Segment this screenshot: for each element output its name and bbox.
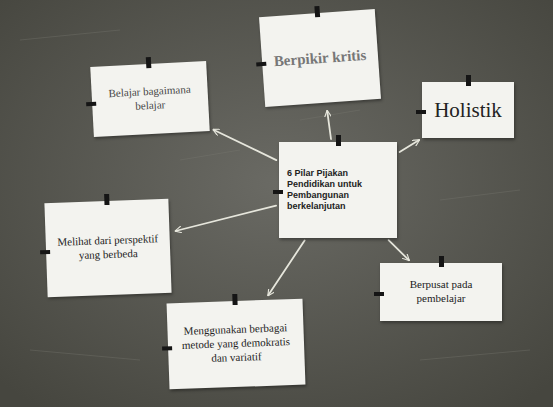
tape-strip (40, 250, 50, 254)
tape-strip (146, 57, 152, 68)
card-text: Berpusat pada pembelajar (390, 278, 492, 306)
tape-strip (162, 346, 172, 350)
center-card: 6 Pilar Pijakan Pendidikan untuk Pembang… (279, 142, 397, 238)
chalk-arrow (213, 130, 276, 160)
pillar-card: Berpusat pada pembelajar (380, 263, 502, 321)
chalk-arrow (327, 111, 331, 139)
card-title: 6 Pilar Pijakan Pendidikan untuk Pembang… (287, 168, 389, 213)
tape-strip (86, 102, 96, 107)
chalk-arrow (268, 241, 304, 296)
chalk-arrow (176, 206, 277, 231)
tape-strip (439, 256, 444, 267)
tape-strip (466, 75, 471, 86)
card-text: Holistik (434, 97, 502, 123)
tape-strip (416, 110, 426, 114)
pillar-card: Melihat dari perspektif yang berbeda (44, 199, 171, 297)
card-text: Belajar bagaimana belajar (101, 83, 198, 115)
card-text: Berpikir kritis (273, 45, 367, 70)
tape-strip (256, 62, 266, 67)
card-text: Melihat dari perspektif yang berbeda (56, 232, 161, 263)
pillar-card: Menggunakan berbagai metode yang demokra… (167, 299, 306, 390)
tape-strip (232, 294, 237, 305)
pillar-card: Belajar bagaimana belajar (90, 61, 210, 137)
chalk-arrow (400, 140, 420, 152)
pillar-card: Berpikir kritis (259, 9, 381, 107)
tape-strip (336, 135, 341, 146)
pillar-card: Holistik (422, 82, 514, 138)
tape-strip (314, 6, 320, 17)
card-text: Menggunakan berbagai metode yang demokra… (177, 321, 294, 366)
tape-strip (374, 292, 384, 296)
chalk-arrow (389, 240, 409, 260)
tape-strip (104, 194, 109, 205)
tape-strip (273, 190, 283, 194)
